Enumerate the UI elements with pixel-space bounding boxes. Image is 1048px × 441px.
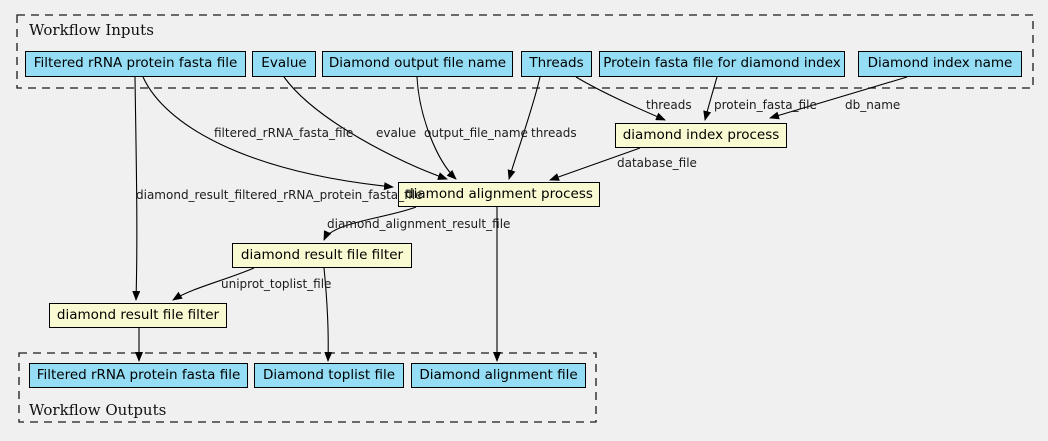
- edge-label-threads-index: threads: [646, 98, 692, 112]
- edge-label-protein-fasta-file: protein_fasta_file: [714, 98, 817, 112]
- input-node-label: Filtered rRNA protein fasta file: [33, 55, 238, 72]
- edge-label-uniprot-toplist-file: uniprot_toplist_file: [221, 277, 332, 291]
- edge-label-database-file: database_file: [617, 156, 697, 170]
- edge-label-filtered-rrna-fasta-file: filtered_rRNA_fasta_file: [214, 126, 354, 140]
- input-node-label: Diamond output file name: [328, 55, 507, 72]
- step-node-label: diamond alignment process: [405, 185, 593, 202]
- edge-label-evalue: evalue: [376, 126, 417, 140]
- edge-label-diamond-result-filtered-rrna-protein-fasta-file: diamond_result_filtered_rRNA_protein_fas…: [136, 188, 423, 202]
- workflow-outputs-cluster-label: Workflow Outputs: [29, 401, 167, 419]
- step-node-diamond-result-file-filter-1[interactable]: diamond result file filter: [232, 243, 412, 268]
- step-node-diamond-alignment-process[interactable]: diamond alignment process: [398, 182, 600, 207]
- step-node-diamond-index-process[interactable]: diamond index process: [615, 123, 787, 148]
- edge-label-db-name: db_name: [845, 98, 901, 112]
- input-node-label: Diamond index name: [867, 55, 1013, 72]
- step-node-diamond-result-file-filter-2[interactable]: diamond result file filter: [49, 303, 227, 328]
- output-node-diamond-alignment-file[interactable]: Diamond alignment file: [411, 363, 586, 388]
- output-node-diamond-toplist-file[interactable]: Diamond toplist file: [254, 363, 404, 388]
- output-node-label: Filtered rRNA protein fasta file: [36, 366, 241, 383]
- edge-label-output-file-name: output_file_name: [424, 126, 528, 140]
- input-node-evalue[interactable]: Evalue: [252, 51, 316, 77]
- input-node-label: Evalue: [261, 55, 307, 72]
- input-node-diamond-output-file-name[interactable]: Diamond output file name: [322, 51, 513, 77]
- workflow-inputs-cluster-label: Workflow Inputs: [29, 21, 154, 39]
- step-node-label: diamond index process: [622, 126, 780, 143]
- output-node-label: Diamond alignment file: [419, 366, 578, 383]
- edge-label-threads-alignment: threads: [531, 126, 577, 140]
- input-node-diamond-index-name[interactable]: Diamond index name: [858, 51, 1022, 77]
- edge-label-diamond-alignment-result-file: diamond_alignment_result_file: [327, 217, 511, 231]
- step-node-label: diamond result file filter: [240, 246, 404, 263]
- input-node-label: Threads: [529, 55, 584, 72]
- input-node-threads[interactable]: Threads: [521, 51, 592, 77]
- step-node-label: diamond result file filter: [56, 306, 220, 323]
- input-node-protein-fasta-file-for-diamond-index[interactable]: Protein fasta file for diamond index: [599, 51, 845, 77]
- output-node-filtered-rrna-protein-fasta-file[interactable]: Filtered rRNA protein fasta file: [29, 363, 248, 388]
- input-node-label: Protein fasta file for diamond index: [603, 55, 841, 72]
- input-node-filtered-rrna-protein-fasta-file[interactable]: Filtered rRNA protein fasta file: [25, 51, 246, 77]
- output-node-label: Diamond toplist file: [262, 366, 396, 383]
